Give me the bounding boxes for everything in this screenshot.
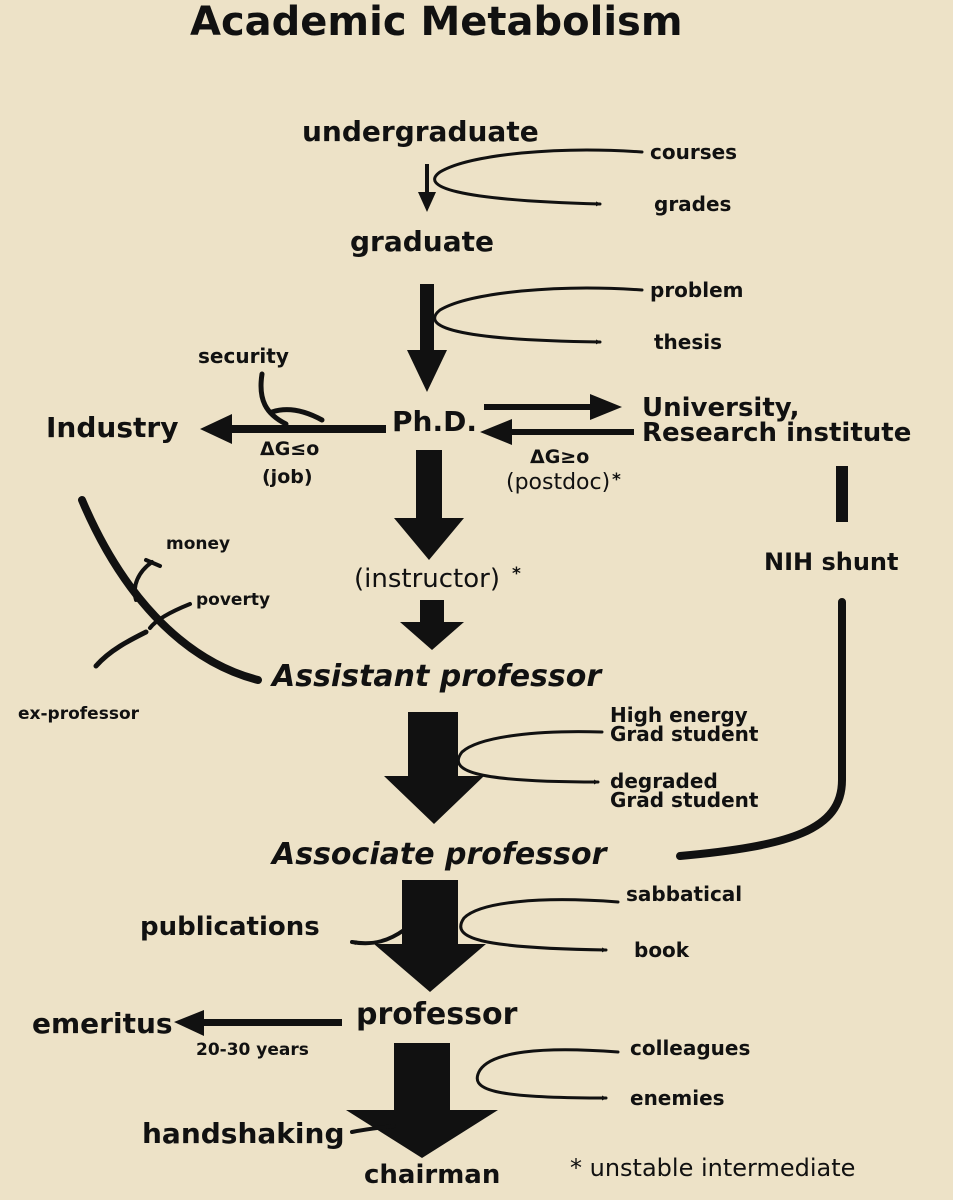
arrow-grad-to-phd: [407, 284, 447, 392]
footnote: * unstable intermediate: [570, 1154, 856, 1182]
cofactor-degraded-grad-student: degraded Grad student: [610, 769, 759, 812]
curve-sabbatical-book: [459, 898, 620, 953]
node-professor: professor: [356, 997, 518, 1032]
curve-courses-grades: [433, 148, 644, 207]
arrow-instructor-to-assistant: [400, 600, 464, 650]
node-university: University, Research institute: [642, 393, 912, 448]
curve-poverty: [148, 602, 192, 630]
node-undergraduate: undergraduate: [302, 115, 539, 148]
curve-security: [269, 407, 325, 423]
node-graduate: graduate: [350, 225, 494, 258]
arrow-professor-to-emeritus: [174, 1010, 342, 1036]
diagram-title: Academic Metabolism: [190, 0, 683, 45]
arrow-undergrad-to-grad: [418, 164, 436, 212]
arrow-phd-to-industry: [200, 414, 386, 444]
arrow-associate-to-professor: [374, 880, 486, 992]
cofactor-thesis: thesis: [654, 330, 723, 354]
node-nih-shunt: NIH shunt: [764, 548, 899, 576]
cofactor-money: money: [166, 534, 231, 554]
arrow-professor-to-chairman: [346, 1043, 498, 1158]
curve-problem-thesis: [433, 286, 644, 345]
postdoc-asterisk: *: [612, 470, 621, 490]
cofactor-sabbatical: sabbatical: [626, 882, 743, 906]
university-condition: (postdoc): [506, 470, 611, 495]
industry-condition: (job): [262, 466, 313, 488]
node-handshaking: handshaking: [142, 1117, 345, 1150]
cofactor-colleagues: colleagues: [630, 1036, 751, 1060]
curve-assistant-to-industry: [78, 496, 262, 684]
cofactor-poverty: poverty: [196, 590, 271, 610]
curve-nih-shunt: [676, 598, 846, 860]
node-ex-professor: ex-professor: [18, 704, 140, 724]
curve-security-up: [258, 371, 289, 427]
cofactor-publications: publications: [140, 912, 320, 942]
instructor-asterisk: *: [512, 564, 521, 584]
university-bar: [836, 466, 848, 522]
arrow-assistant-to-associate: [384, 712, 484, 824]
cofactor-grades: grades: [654, 192, 732, 216]
emeritus-time: 20-30 years: [196, 1040, 309, 1060]
node-assistant-professor: Assistant professor: [272, 659, 602, 694]
cofactor-courses: courses: [650, 140, 738, 164]
node-industry: Industry: [46, 411, 179, 444]
arrow-phd-to-instructor: [394, 450, 464, 560]
curve-colleagues-enemies: [475, 1048, 620, 1101]
node-instructor: (instructor): [354, 564, 500, 594]
curve-publications: [350, 928, 406, 946]
university-delta-g: ΔG≥o: [530, 446, 590, 468]
curve-ex-professor: [93, 629, 149, 669]
industry-delta-g: ΔG≤o: [260, 438, 320, 460]
curve-money: [132, 560, 154, 602]
cofactor-security: security: [198, 344, 289, 368]
arrow-phd-to-university: [484, 394, 622, 420]
node-associate-professor: Associate professor: [272, 837, 607, 872]
node-emeritus: emeritus: [32, 1007, 173, 1040]
arrow-university-to-phd: [480, 419, 634, 445]
node-phd: Ph.D.: [392, 405, 477, 438]
node-chairman: chairman: [364, 1160, 501, 1190]
curve-handshaking: [350, 1124, 396, 1134]
cofactor-problem: problem: [650, 278, 744, 302]
cofactor-enemies: enemies: [630, 1086, 725, 1110]
cofactor-high-energy-grad-student: High energy Grad student: [610, 703, 759, 746]
curve-grad-student: [456, 730, 604, 785]
cofactor-book: book: [634, 938, 690, 962]
